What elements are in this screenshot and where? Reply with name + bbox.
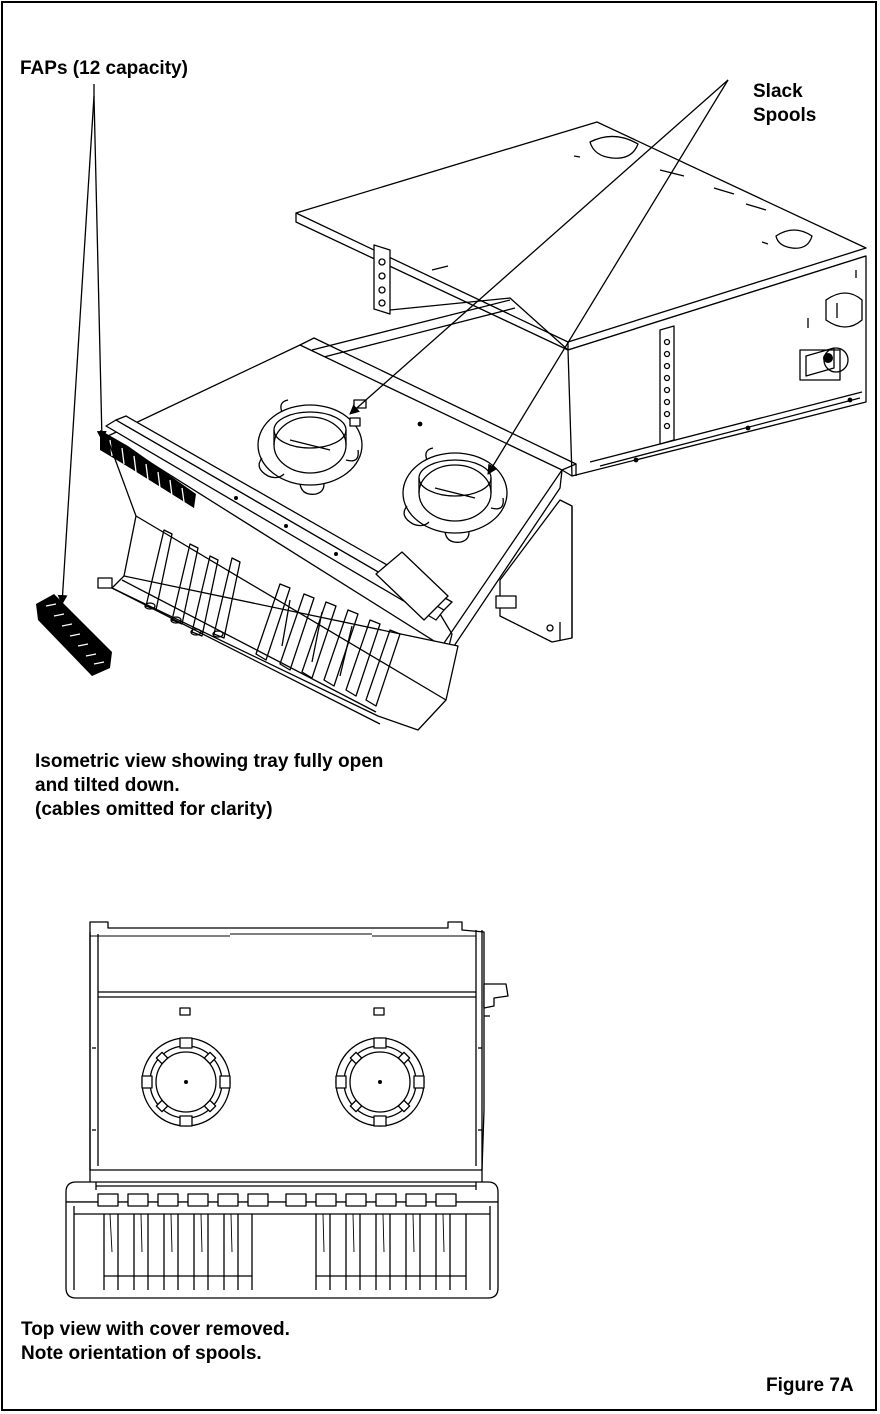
isometric-view [36,79,867,731]
top-slack-spool-2 [335,1037,425,1127]
top-caption-line2: Note orientation of spools. [21,1343,262,1364]
isometric-caption: Isometric view showing tray fully open a… [35,750,383,822]
iso-cable-guides [144,529,401,707]
top-side-tab [483,983,509,1009]
slack-label-line1: Slack [753,81,803,102]
iso-right-side [567,255,867,477]
top-chassis [89,921,485,1171]
side-rail [659,325,675,445]
left-bracket [373,244,391,315]
top-tray-front [65,1170,499,1299]
top-caption-line1: Top view with cover removed. [21,1319,290,1340]
top-view-caption: Top view with cover removed. Note orient… [21,1318,290,1366]
right-side-details [589,270,863,467]
iso-top-cover [295,121,867,343]
leader-arrows [57,79,729,605]
iso-caption-line2: and tilted down. [35,775,180,796]
slack-spools-label: Slack Spools [753,80,816,128]
top-fap-slots [97,1193,457,1207]
top-view [65,921,509,1299]
cover-slots [431,135,813,271]
hinge-tab [495,595,517,609]
loose-fap [36,594,112,676]
right-bracket [799,349,841,381]
iso-caption-line1: Isometric view showing tray fully open [35,751,384,772]
iso-caption-line3: (cables omitted for clarity) [35,799,273,820]
tray-latch [97,577,113,589]
top-slack-spool-1 [141,1037,231,1127]
top-cable-guides [103,1213,467,1290]
faps-label: FAPs (12 capacity) [20,58,188,79]
iso-slack-spool-2 [402,447,508,543]
iso-slack-spool-1 [257,399,363,495]
iso-fap-bar [105,415,453,659]
slack-label-line2: Spools [753,105,817,126]
figure-number: Figure 7A [766,1375,854,1396]
